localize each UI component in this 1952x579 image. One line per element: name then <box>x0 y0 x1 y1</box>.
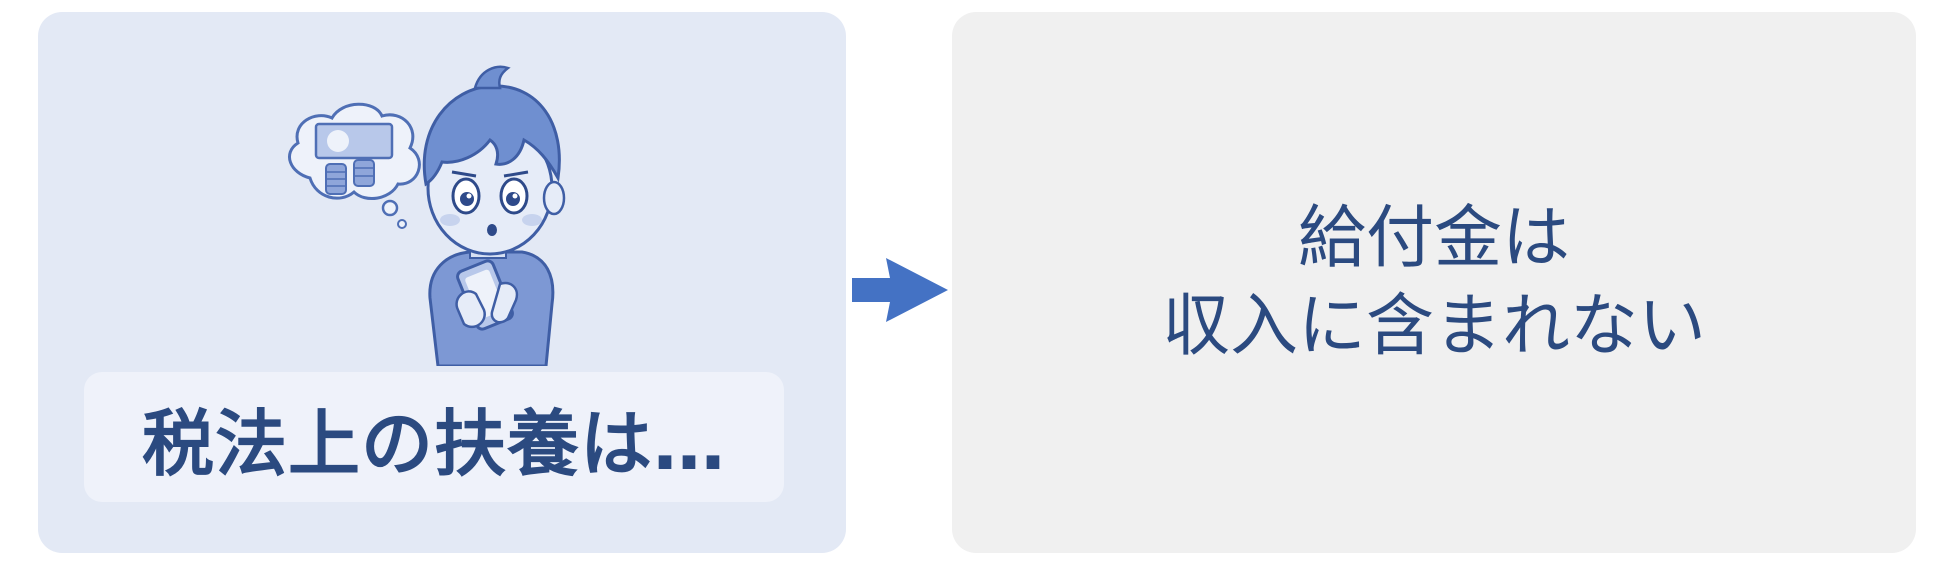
result-line-2: 収入に含まれない <box>1161 286 1706 366</box>
thought-bubble-icon <box>288 102 421 229</box>
caption-text: 税法上の扶養は… <box>141 401 726 486</box>
right-panel: 給付金は 収入に含まれない <box>952 12 1916 553</box>
result-line-1: 給付金は <box>1297 198 1570 278</box>
boy-with-smartphone-icon <box>288 65 566 366</box>
coin-stack-icon <box>325 159 375 195</box>
left-panel: 税法上の扶養は… <box>38 12 846 553</box>
right-arrow-icon <box>852 258 948 322</box>
caption-box: 税法上の扶養は… <box>84 372 784 502</box>
